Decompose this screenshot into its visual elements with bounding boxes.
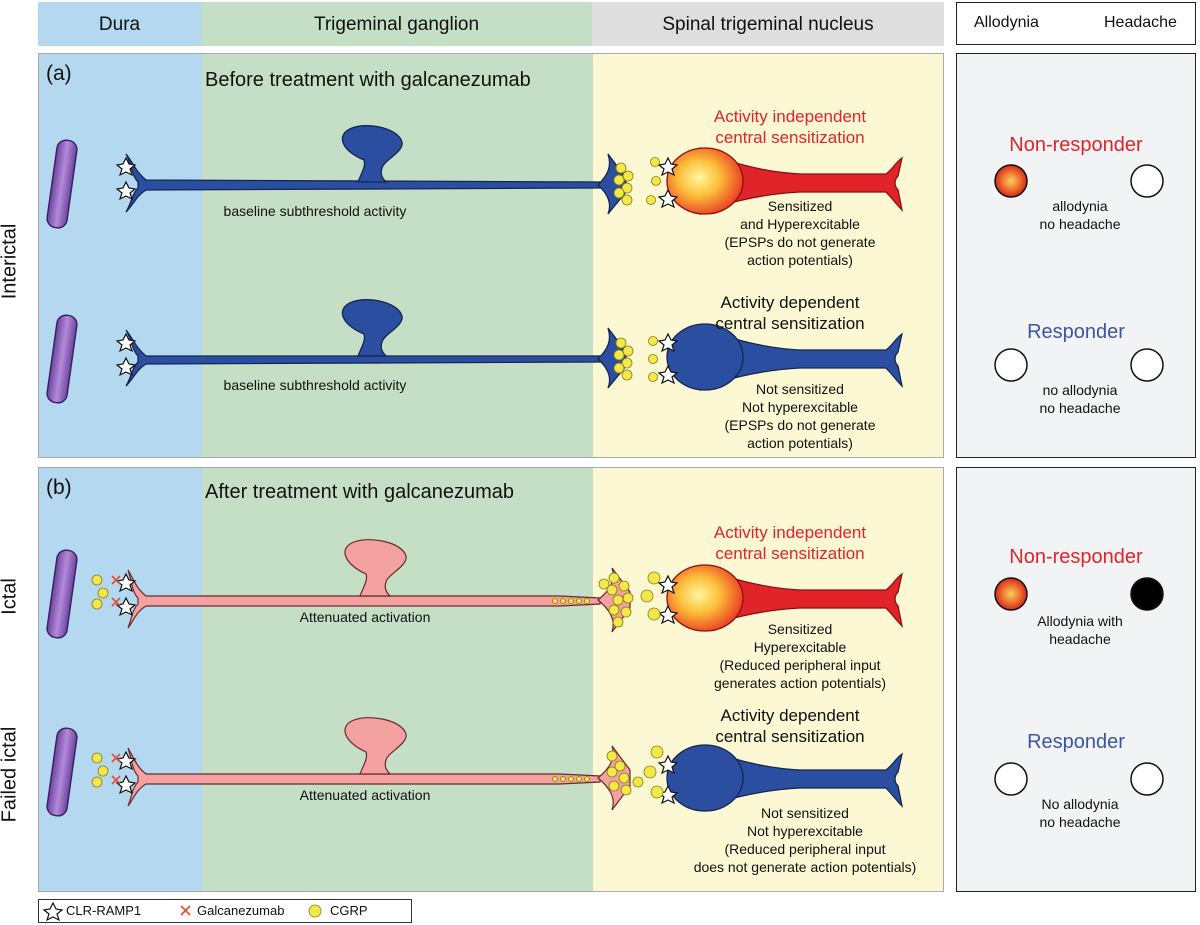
response-panel-a: [956, 53, 1196, 458]
soma-b1: [666, 564, 904, 632]
x-cross-icon: [180, 905, 191, 916]
cgrp-cluster-b2: [91, 745, 664, 799]
response-label-a1: Non-responder: [1009, 134, 1143, 156]
panel-b: [38, 467, 944, 892]
header-spinal-trigeminal-nucleus: Spinal trigeminal nucleus: [662, 14, 874, 35]
cgrp-cluster-a2: [613, 336, 658, 382]
receptor-stars-b1: [115, 572, 679, 625]
response-label-b2: Responder: [1027, 731, 1125, 753]
star-outline-icon: [42, 901, 64, 922]
vessel-b2: [46, 727, 78, 817]
vessel-b1: [46, 549, 78, 639]
panel-b-label: (b): [46, 476, 72, 499]
sensory-neuron-a2: [125, 299, 904, 392]
cgrp-cluster-a1: [613, 157, 661, 206]
allodynia-circle-a1: [994, 164, 1028, 198]
vessel-a2: [46, 314, 78, 404]
panel-b-title: After treatment with galcanezumab: [205, 481, 515, 503]
dura-header-band: [38, 2, 201, 46]
panel-a: [38, 53, 944, 458]
header-allodynia: Allodynia: [974, 14, 1039, 31]
response-panel-b: [956, 467, 1196, 892]
headache-circle-a1: [1130, 164, 1164, 198]
legend-icons: [42, 901, 322, 922]
soma-b2: [666, 744, 904, 812]
allodynia-circle-b1: [994, 577, 1028, 611]
activity-label-a2: baseline subthreshold activity: [223, 377, 407, 393]
galcanezumab-cross-b2: [111, 753, 121, 785]
allodynia-circle-b2: [994, 762, 1028, 796]
header-dura: Dura: [98, 14, 141, 35]
response-label-b1: Non-responder: [1009, 546, 1143, 568]
allodynia-circle-a2: [994, 348, 1028, 382]
ganglion-header-band: [201, 2, 592, 46]
row-label-interictal: Interictal: [0, 223, 21, 300]
galcanezumab-cross-b1: [111, 575, 121, 607]
panel-a-title: Before treatment with galcanezumab: [205, 69, 531, 91]
receptor-stars-a2: [115, 332, 679, 385]
legend: [38, 899, 412, 923]
panel-a-label: (a): [46, 62, 72, 85]
header-trigeminal-ganglion: Trigeminal ganglion: [313, 14, 480, 35]
legend-antibody-label: Galcanezumab: [197, 903, 285, 918]
symptom-header-box: [956, 2, 1196, 45]
headache-circle-b1: [1130, 577, 1164, 611]
headache-circle-b2: [1130, 762, 1164, 796]
receptor-stars-b2: [115, 750, 679, 805]
cgrp-cluster-b1: [91, 571, 661, 628]
nucleus-header-band: [592, 2, 944, 46]
vessel-a1: [46, 139, 78, 229]
header-headache: Headache: [1104, 14, 1177, 31]
activity-label-a1: baseline subthreshold activity: [223, 203, 407, 219]
row-label-failed-ictal: Failed ictal: [0, 726, 21, 823]
legend-receptor-label: CLR-RAMP1: [66, 903, 142, 918]
receptor-stars-a1: [115, 156, 679, 209]
activity-label-b1: Attenuated activation: [299, 609, 431, 625]
yellow-dot-icon: [308, 904, 322, 918]
headache-circle-a2: [1130, 348, 1164, 382]
symptom-circles: [994, 164, 1164, 796]
row-label-ictal: Ictal: [0, 578, 21, 615]
legend-peptide-label: CGRP: [330, 903, 368, 918]
sensory-neuron-a1: [125, 125, 904, 216]
activity-label-b2: Attenuated activation: [299, 787, 431, 803]
response-label-a2: Responder: [1027, 321, 1125, 343]
